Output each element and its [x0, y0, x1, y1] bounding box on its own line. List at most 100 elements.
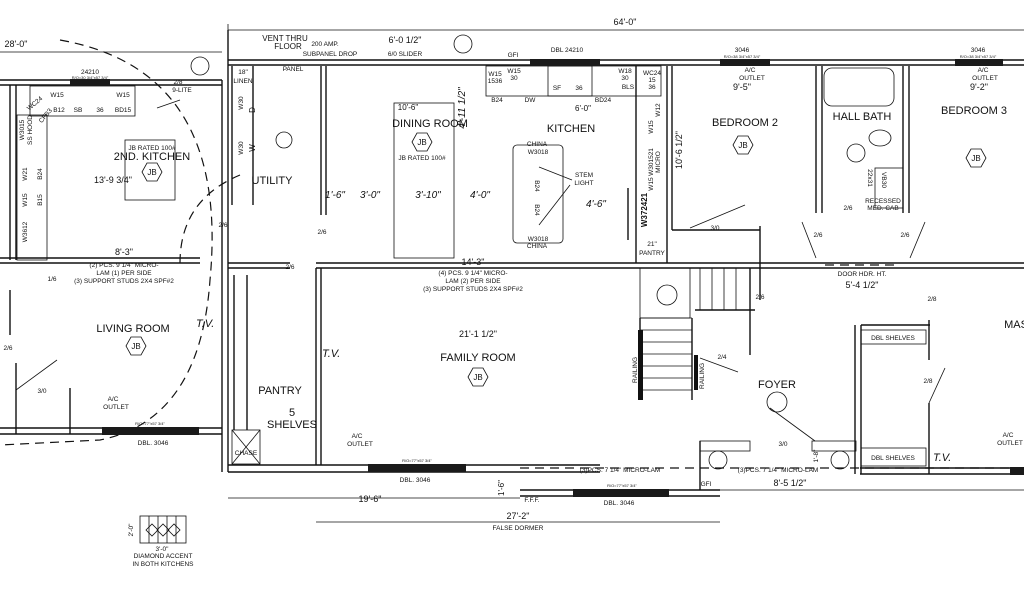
note: DOOR HDR. HT. [838, 271, 887, 278]
note: OUTLET [347, 441, 373, 448]
dim: 10'-6" [398, 103, 419, 112]
dim: 1'-6" [325, 190, 345, 201]
cabinet-label: W301521 [648, 148, 655, 176]
cabinet-label: B12 [53, 107, 65, 114]
room-pantry: PANTRY [258, 385, 302, 397]
cabinet-label: W3015 [19, 119, 26, 140]
jb-icon [125, 336, 147, 356]
cabinet-label: W15 [22, 193, 29, 207]
window-ro: R/O=77"x57 3/4" [135, 421, 165, 426]
door-label: 2/6 [3, 345, 12, 352]
jb-icon [141, 162, 163, 182]
cabinet-label: 30 [510, 75, 518, 82]
note: OUTLET [972, 75, 998, 82]
note: LINEN [233, 78, 252, 85]
room-living: LIVING ROOM [96, 323, 169, 335]
cabinet-label: W21 [22, 167, 29, 181]
cabinet-label: DW [525, 97, 537, 104]
dim: 5'-4 1/2" [846, 280, 879, 290]
dim: 1'-6" [497, 480, 506, 496]
room-hall-bath: HALL BATH [833, 111, 892, 123]
cabinet-label: B24 [533, 180, 540, 192]
note: A/C [745, 67, 756, 74]
note: DBL SHELVES [871, 335, 915, 342]
cabinet-label: 36 [575, 85, 583, 92]
jb-icon [467, 367, 489, 387]
dim: 1'-8" [813, 449, 820, 463]
window-label: DBL 24210 [551, 47, 584, 54]
door-label: 3/0 [37, 388, 46, 395]
window-label: DBL. 3046 [138, 440, 169, 447]
dim: 4'-6" [586, 199, 606, 210]
dim-overall: 64'-0" [614, 17, 637, 27]
cabinet-label: MICRO [655, 151, 662, 173]
jb-label: JB [473, 373, 482, 382]
dryer-label: D [248, 107, 257, 113]
dim: 8'-5 1/2" [774, 478, 807, 488]
cabinet-label: W18 [618, 68, 632, 75]
cabinet-label: W15 [648, 177, 655, 191]
dim: 19'-6" [359, 494, 382, 504]
dim: 9'-2" [970, 82, 988, 92]
cabinet-label: SB [74, 107, 83, 114]
note: VENT THRU [262, 34, 308, 43]
cabinet-label: W3612 [22, 221, 29, 242]
door-label: 2/6 [843, 205, 852, 212]
note: 200 AMP. [311, 41, 339, 48]
diamond-accent-legend [139, 515, 187, 544]
note: 2/8 [173, 79, 182, 86]
note: SUBPANEL DROP [303, 51, 358, 58]
note: A/C [108, 396, 119, 403]
note: GFI [508, 52, 519, 59]
note: GFI [701, 481, 712, 488]
note: RECESSED [865, 198, 901, 205]
note: JB RATED 100# [128, 145, 176, 152]
note: LAM (2) PER SIDE [445, 278, 501, 285]
note: (3)PCS. 7 1/4" MICRO-LAM [580, 467, 661, 474]
dimension-labels: 64'-0" 28'-0" 13'-9 3/4" 8'-3" 6'-0 1/2"… [5, 17, 988, 553]
window-label: DBL. 3046 [604, 500, 635, 507]
note: RAILING [632, 357, 639, 383]
cabinet-label: W15 [116, 92, 130, 99]
note: CHINA [527, 243, 548, 250]
window-ro: R/O=38 3/4"x57 3/4" [960, 54, 997, 59]
dim: 10'-6 1/2" [674, 131, 684, 169]
dim: 6'-0" [575, 104, 591, 113]
note: FALSE DORMER [493, 525, 544, 532]
note: OUTLET [997, 440, 1023, 447]
cabinet-label: B24 [533, 204, 540, 216]
note: (3)PCS. 7 1/4" MICRO-LAM [738, 467, 819, 474]
jb-label: JB [131, 342, 140, 351]
cabinet-label: 36 [648, 84, 656, 91]
note: CHASE [235, 450, 258, 457]
cabinet-label: W15 [488, 71, 502, 78]
dim: 4'-11 1/2" [457, 87, 468, 129]
note: (2) PCS. 9 1/4" MICRO- [89, 262, 158, 269]
door-label: 2/6 [317, 229, 326, 236]
cabinet-label: BD24 [595, 97, 612, 104]
cabinet-label: 30 [621, 75, 629, 82]
dim-wing: 28'-0" [5, 39, 28, 49]
note: FLOOR [274, 42, 302, 51]
junction-box-markers: JB JB JB JB JB JB [125, 132, 987, 387]
note: (4) PCS. 9 1/4" MICRO- [438, 270, 507, 277]
note: LIGHT [574, 180, 593, 187]
window-ro: R/O=30 3/4"x57 3/4" [72, 75, 109, 80]
note: (3) SUPPORT STUDS 2X4 SPF#2 [423, 286, 523, 293]
jb-label: JB [417, 138, 426, 147]
jb-label: JB [971, 154, 980, 163]
note: A/C [1003, 432, 1014, 439]
room-utility: UTILITY [252, 175, 294, 187]
window-label: DBL. 3046 [400, 477, 431, 484]
room-bedroom-2: BEDROOM 2 [712, 117, 778, 129]
dim: 21'-1 1/2" [459, 329, 497, 339]
cabinet-label: B15 [37, 194, 44, 206]
door-label: 2/6 [755, 294, 764, 301]
window-label: 3046 [735, 47, 750, 54]
room-foyer: FOYER [758, 379, 796, 391]
room-labels: 2ND. KITCHEN UTILITY DINING ROOM KITCHEN… [96, 105, 1024, 397]
cabinet-label: 15 [648, 77, 656, 84]
note: STEM [575, 172, 593, 179]
door-label: 2/6 [813, 232, 822, 239]
